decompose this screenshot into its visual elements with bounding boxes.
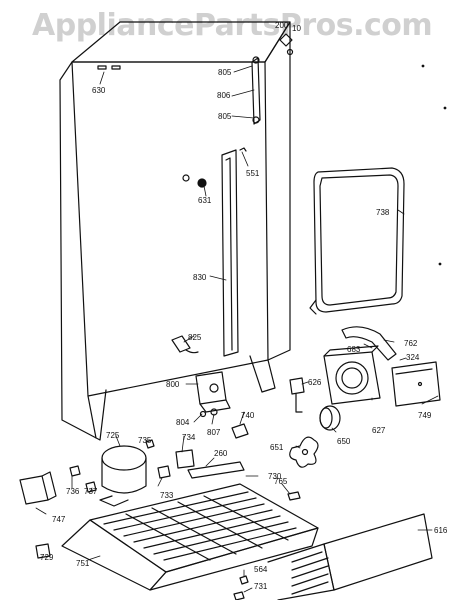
part-label: 730 [268,472,282,481]
grommet-735 [145,439,155,449]
condenser-coil-730 [89,483,319,573]
part-label: 260 [214,449,228,458]
part-label: 805 [218,68,232,77]
fan-blade-651 [289,436,319,468]
part-label: 736 [66,487,80,496]
part-labels: 630 200 10 805 806 805 551 631 738 830 8… [40,21,448,591]
clip-731 [233,591,245,600]
part-label: 324 [406,353,420,362]
grille-616 [267,513,433,600]
part-label: 825 [188,333,202,342]
clip-740 [231,423,249,439]
part-label: 734 [182,433,196,442]
block-729 [35,543,51,559]
part-737 [85,481,97,493]
part-label: 765 [274,477,288,486]
defrost-timer-800 [195,371,231,413]
part-label: 735 [138,436,152,445]
part-733 [157,465,171,479]
part-label: 729 [40,553,54,562]
part-label: 807 [207,428,221,437]
part-label: 731 [254,582,268,591]
top-screws [279,33,294,56]
wire-connector-825 [171,335,199,354]
cover-plate-749 [391,361,441,407]
part-label: 733 [160,491,174,500]
part-label: 805 [218,112,232,121]
drain-hose-762 [341,326,397,361]
part-label: 627 [372,426,386,435]
leader-lines [35,65,439,593]
part-label: 804 [176,418,190,427]
refrigerator-cabinet [59,21,291,441]
part-label: 683 [347,345,361,354]
part-label: 725 [106,431,120,440]
part-736 [69,465,81,477]
part-label: 651 [270,443,284,452]
part-label: 830 [193,273,207,282]
part-label: 200 [275,21,289,30]
center-mullion [221,149,239,357]
heater-loop-738 [309,167,405,315]
relay-626 [289,377,305,413]
part-label: 747 [52,515,66,524]
part-label: 737 [84,487,98,496]
watermark: AppliancePartsPros.com [32,8,433,43]
clip-765 [287,491,301,501]
fan-shroud-627 [323,345,381,405]
part-label: 626 [308,378,322,387]
compressor-725 [99,445,147,507]
bracket-747 [19,471,57,505]
part-label: 806 [217,91,231,100]
tube-260 [187,461,245,479]
part-label: 630 [92,86,106,95]
overload-734 [175,449,195,469]
part-label: 740 [241,411,255,420]
fan-motor-650 [319,405,341,431]
screw-551 [239,147,247,152]
part-label: 751 [76,559,90,568]
part-label: 564 [254,565,268,574]
part-label: 800 [166,380,180,389]
part-label: 631 [198,196,212,205]
hole [182,174,190,182]
plug-631 [197,178,207,188]
part-label: 738 [376,208,390,217]
base-pan-751 [61,519,319,591]
part-label: 749 [418,411,432,420]
part-label: 10 [292,24,301,33]
hinge-tube [251,56,261,125]
screw-564 [239,575,249,585]
screw-804 [199,410,207,418]
part-label: 650 [337,437,351,446]
part-label: 616 [434,526,448,535]
part-label: 551 [246,169,260,178]
part-label: 762 [404,339,418,348]
